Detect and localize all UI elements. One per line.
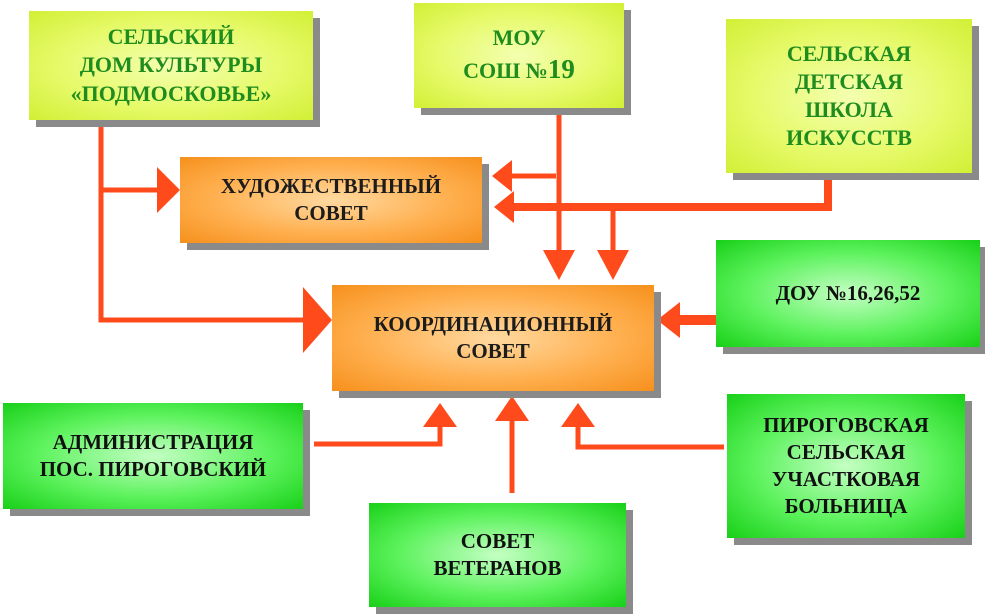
veterans-line-2: ВЕТЕРАНОВ [433,556,562,580]
coordination-council-node: КООРДИНАЦИОННЫЙ СОВЕТ [332,285,654,391]
arrow-school-to-coordination [543,108,575,280]
school-line-2: СОШ №19 [463,52,575,87]
coordination-council-line-1: КООРДИНАЦИОННЫЙ [373,312,613,337]
art-school-line-3: ШКОЛА [805,97,893,122]
arrow-art-school-to-coordination [597,207,629,280]
hospital-line-3: УЧАСТКОВАЯ [771,467,921,491]
art-council-node: ХУДОЖЕСТВЕННЫЙ СОВЕТ [180,157,482,243]
school-node: МОУ СОШ №19 [414,3,624,108]
art-council-line-2: СОВЕТ [294,201,368,225]
arrow-school-to-art-council [492,160,556,192]
school-line-1: МОУ [492,25,546,51]
art-school-line-2: ДЕТСКАЯ [794,68,904,94]
veterans-node: СОВЕТ ВЕТЕРАНОВ [369,503,626,607]
arrow-hospital-to-coordination [561,403,724,450]
school-number: 19 [547,54,575,85]
house-of-culture-line-1: СЕЛЬСКИЙ [107,24,235,50]
arrow-administration-to-coordination [314,403,457,447]
art-council-line-1: ХУДОЖЕСТВЕННЫЙ [220,174,442,199]
art-school-line-4: ИСКУССТВ [786,125,912,151]
arrow-art-school-to-art-council [494,176,832,223]
art-school-node: СЕЛЬСКАЯ ДЕТСКАЯ ШКОЛА ИСКУССТВ [726,19,972,173]
kindergartens-line-1: ДОУ №16,26,52 [775,281,921,306]
house-of-culture-line-3: «ПОДМОСКОВЬЕ» [70,80,272,106]
arrow-veterans-to-coordination [495,396,529,493]
administration-node: АДМИНИСТРАЦИЯ ПОС. ПИРОГОВСКИЙ [3,403,303,509]
administration-line-1: АДМИНИСТРАЦИЯ [52,430,254,455]
art-school-line-1: СЕЛЬСКАЯ [786,40,912,66]
hospital-line-2: СЕЛЬСКАЯ [786,440,906,465]
arrow-culture-to-art-council [98,120,180,213]
hospital-line-4: БОЛЬНИЦА [784,493,908,518]
hospital-line-1: ПИРОГОВСКАЯ [763,413,929,438]
house-of-culture-node: СЕЛЬСКИЙ ДОМ КУЛЬТУРЫ «ПОДМОСКОВЬЕ» [29,11,313,120]
coordination-council-line-2: СОВЕТ [456,339,530,363]
school-prefix: СОШ № [463,58,548,84]
house-of-culture-line-2: ДОМ КУЛЬТУРЫ [79,52,263,78]
hospital-node: ПИРОГОВСКАЯ СЕЛЬСКАЯ УЧАСТКОВАЯ БОЛЬНИЦА [727,394,965,538]
arrow-culture-to-coordination [98,190,332,353]
administration-line-2: ПОС. ПИРОГОВСКИЙ [39,457,267,481]
kindergartens-node: ДОУ №16,26,52 [716,240,980,347]
veterans-line-1: СОВЕТ [460,529,535,554]
